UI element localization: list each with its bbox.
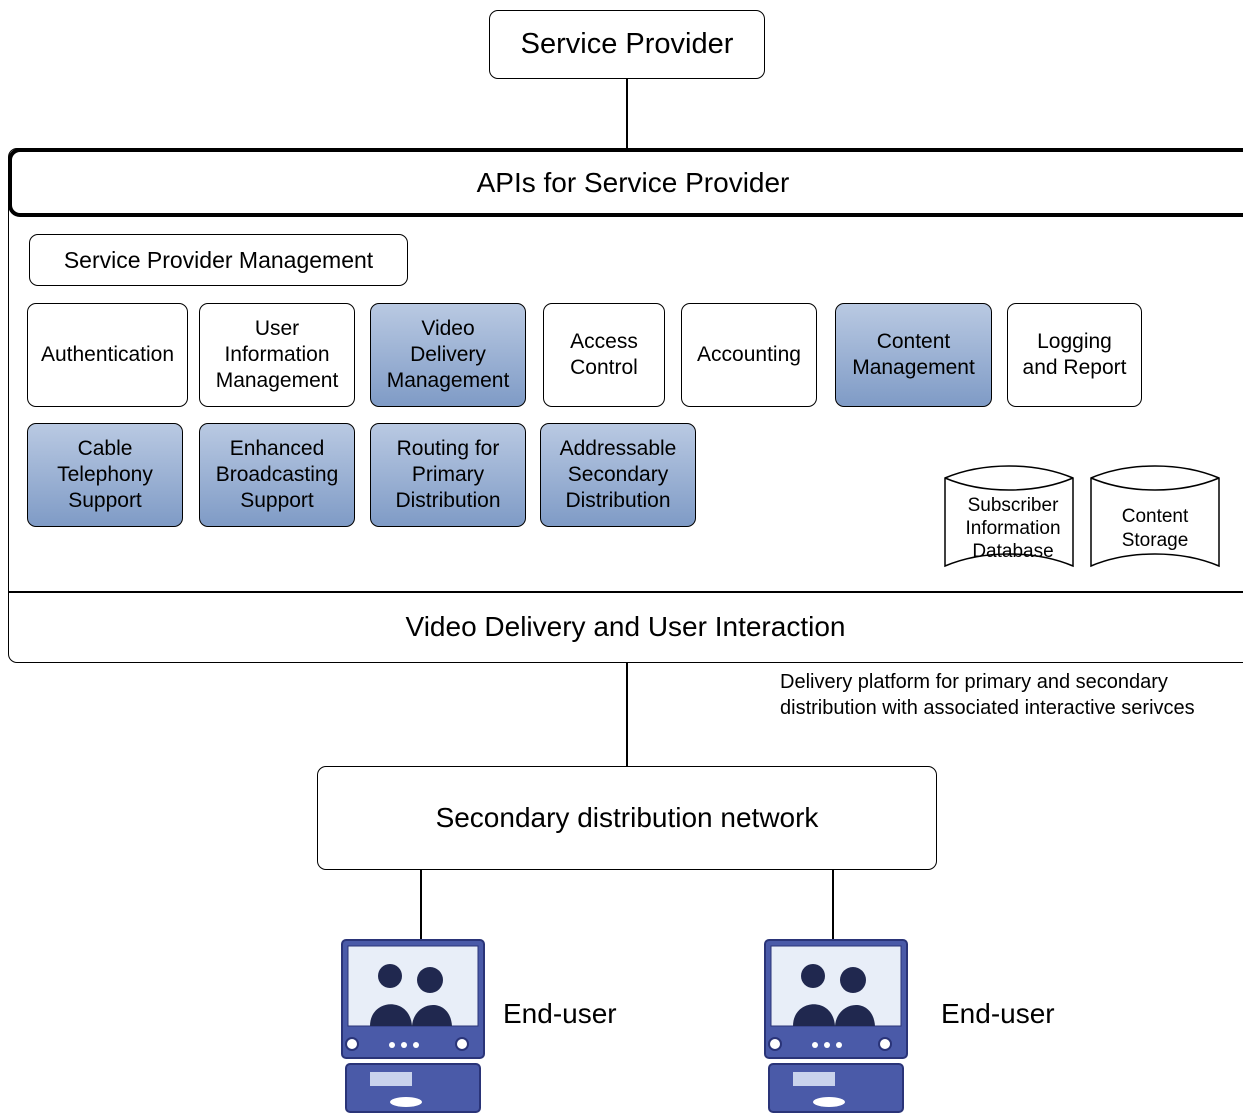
content-storage-icon xyxy=(1090,465,1220,568)
tv-terminal-icon xyxy=(341,939,485,1113)
subscriber-database-icon xyxy=(944,465,1074,568)
module-label: User Information Management xyxy=(215,317,339,392)
module-logging-and-report: Logging and Report xyxy=(1007,303,1142,407)
section-divider xyxy=(8,591,1243,593)
module-label: Access Control xyxy=(570,330,638,379)
module-label: Content Management xyxy=(852,330,975,379)
connector-network-enduser-2 xyxy=(832,868,834,940)
video-delivery-label: Video Delivery and User Interaction xyxy=(405,611,846,642)
module-label: Cable Telephony Support xyxy=(57,437,153,512)
connector-network-enduser-1 xyxy=(420,868,422,940)
api-bar: APIs for Service Provider xyxy=(8,148,1243,217)
module-enhanced-broadcasting-support: Enhanced Broadcasting Support xyxy=(199,423,355,527)
module-cable-telephony-support: Cable Telephony Support xyxy=(27,423,183,527)
module-video-delivery-management: Video Delivery Management xyxy=(370,303,526,407)
module-label: Authentication xyxy=(40,343,175,366)
content-storage-label: Content Storage xyxy=(1121,506,1189,551)
module-label: Enhanced Broadcasting Support xyxy=(215,437,339,512)
module-label: Video Delivery Management xyxy=(386,317,510,392)
module-label: Addressable Secondary Distribution xyxy=(559,437,677,512)
module-label: Logging and Report xyxy=(1022,330,1127,379)
connector-provider-api xyxy=(626,78,628,150)
secondary-network-box: Secondary distribution network xyxy=(317,766,937,870)
tv-terminal-icon xyxy=(764,939,908,1113)
end-user-label-2: End-user xyxy=(941,998,1055,1029)
module-label: Routing for Primary Distribution xyxy=(395,437,501,512)
module-accounting: Accounting xyxy=(681,303,817,407)
service-provider-box: Service Provider xyxy=(489,10,765,79)
module-authentication: Authentication xyxy=(27,303,188,407)
module-user-information-management: User Information Management xyxy=(199,303,355,407)
connector-platform-network xyxy=(626,662,628,767)
module-routing-primary-distribution: Routing for Primary Distribution xyxy=(370,423,526,527)
management-box: Service Provider Management xyxy=(29,234,408,286)
service-provider-label: Service Provider xyxy=(520,28,734,60)
module-content-management: Content Management xyxy=(835,303,992,407)
module-access-control: Access Control xyxy=(543,303,665,407)
subscriber-database-label: Subscriber Information Database xyxy=(965,495,1061,562)
module-addressable-secondary-distribution: Addressable Secondary Distribution xyxy=(540,423,696,527)
end-user-label-1: End-user xyxy=(503,998,617,1029)
api-bar-label: APIs for Service Provider xyxy=(476,166,790,198)
management-label: Service Provider Management xyxy=(63,246,374,273)
module-label: Accounting xyxy=(697,343,801,366)
platform-note: Delivery platform for primary and second… xyxy=(780,671,1195,719)
secondary-network-label: Secondary distribution network xyxy=(435,802,819,833)
